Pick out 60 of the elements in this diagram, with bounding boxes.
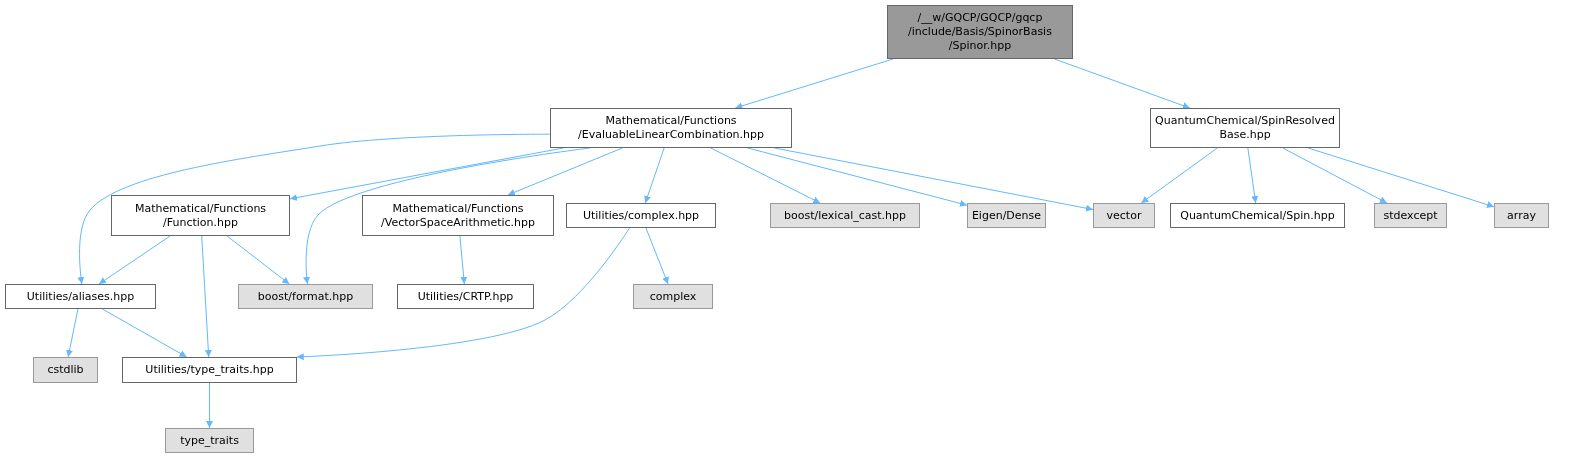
file-name: QuantumChemical/SpinResolved Base.hpp bbox=[1155, 114, 1335, 142]
file-name: type_traits bbox=[180, 433, 239, 448]
arrow bbox=[1307, 147, 1495, 208]
arrow bbox=[1140, 147, 1218, 204]
file-box bbox=[1150, 108, 1340, 148]
file-box bbox=[1170, 203, 1345, 228]
external-header-box bbox=[238, 284, 373, 309]
file-name: Mathematical/Functions /Function.hpp bbox=[133, 201, 268, 230]
external-header-box bbox=[1374, 203, 1447, 228]
arrow bbox=[289, 147, 564, 201]
file-box bbox=[362, 195, 554, 236]
arrow bbox=[66, 308, 79, 358]
file-name: vector bbox=[1106, 208, 1142, 223]
file-name: boost/lexical_cast.hpp bbox=[784, 208, 906, 223]
file-name: QuantumChemical/Spin.hpp bbox=[1180, 208, 1335, 223]
file-name: cstdlib bbox=[47, 363, 84, 377]
file-name: stdexcept bbox=[1383, 208, 1438, 223]
external-header-box bbox=[1093, 203, 1155, 228]
file-box bbox=[5, 284, 156, 309]
arrow bbox=[1247, 147, 1259, 204]
arrow bbox=[644, 147, 665, 204]
file-box bbox=[887, 5, 1073, 59]
file-name: Eigen/Dense bbox=[971, 208, 1042, 223]
arrow bbox=[101, 308, 188, 358]
arrow bbox=[98, 235, 171, 285]
file-name: Mathematical/Functions /VectorSpaceArithmetic.hpp bbox=[380, 201, 536, 230]
arrow bbox=[1054, 58, 1191, 109]
external-header-box bbox=[770, 203, 920, 228]
file-name: complex bbox=[649, 289, 697, 304]
arrow bbox=[507, 147, 623, 196]
arrow bbox=[226, 235, 290, 285]
arrow bbox=[459, 235, 468, 285]
external-header-box bbox=[1494, 203, 1549, 228]
arrow bbox=[1282, 147, 1388, 204]
file-box bbox=[122, 357, 297, 383]
file-box bbox=[566, 203, 716, 228]
file-name: Utilities/CRTP.hpp bbox=[417, 289, 514, 304]
arrow bbox=[645, 227, 669, 285]
arrow bbox=[710, 147, 821, 204]
file-box bbox=[111, 195, 290, 236]
external-header-box bbox=[967, 203, 1046, 228]
file-name: Utilities/type_traits.hpp bbox=[145, 363, 274, 377]
external-header-box bbox=[165, 428, 254, 453]
file-name: Utilities/aliases.hpp bbox=[26, 289, 135, 304]
external-header-box bbox=[633, 284, 713, 309]
file-box bbox=[550, 108, 792, 148]
arrow bbox=[734, 58, 894, 110]
file-name: Utilities/complex.hpp bbox=[582, 208, 700, 223]
arrow bbox=[747, 147, 968, 207]
file-name: array bbox=[1507, 208, 1536, 223]
file-name: Mathematical/Functions /EvaluableLinearCombination.hpp bbox=[576, 114, 766, 142]
file-box bbox=[397, 284, 534, 309]
arrow bbox=[296, 227, 630, 361]
arrow bbox=[77, 133, 551, 285]
arrow bbox=[774, 147, 1094, 212]
arrow bbox=[206, 382, 213, 429]
file-name: /__w/GQCP/GQCP/gqcp /include/Basis/SpinorBasis /Spinor.hpp bbox=[907, 11, 1053, 53]
file-name: boost/format.hpp bbox=[257, 289, 354, 304]
external-header-box bbox=[33, 357, 98, 383]
arrow bbox=[201, 235, 212, 358]
